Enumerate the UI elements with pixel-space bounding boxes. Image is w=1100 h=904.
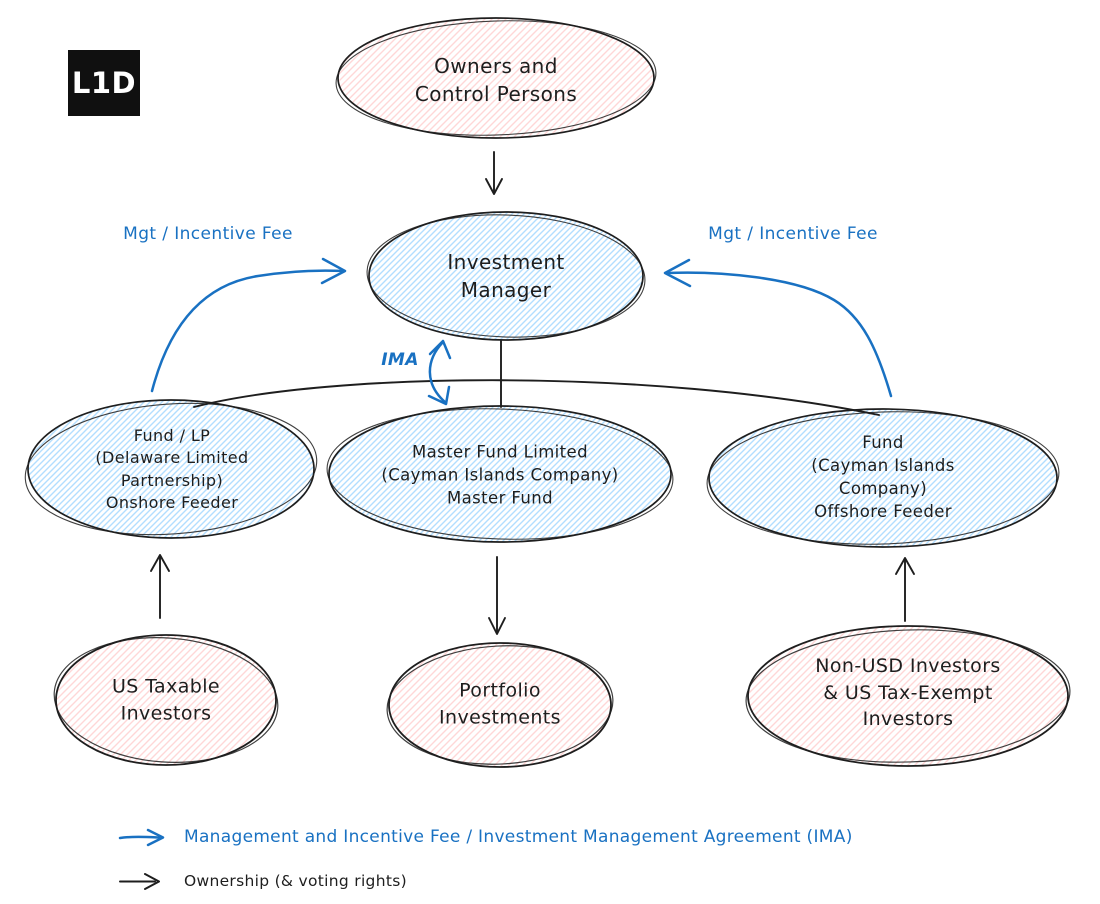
edge-feeders-arc-line bbox=[193, 379, 880, 416]
edge-label-ima: IMA bbox=[381, 350, 419, 371]
node-label-non-usd-investors: Non-USD Investors & US Tax-Exempt Invest… bbox=[815, 655, 1001, 731]
edge-fee-right-arrow bbox=[663, 258, 893, 398]
legend-fee-arrow-icon bbox=[118, 828, 165, 847]
edge-label-fee-right: Mgt / Incentive Fee bbox=[708, 224, 878, 245]
node-portfolio-investments bbox=[386, 642, 614, 768]
legend-fee-label: Management and Incentive Fee / Investmen… bbox=[184, 827, 853, 847]
edge-master-to-portfolio-arrow bbox=[488, 556, 506, 635]
legend-ownership-label: Ownership (& voting rights) bbox=[184, 872, 407, 890]
node-onshore-feeder bbox=[24, 399, 318, 539]
edge-non-usd-to-offshore-arrow bbox=[895, 557, 915, 622]
legend-ownership-arrow-icon bbox=[119, 873, 160, 890]
edge-owners-to-manager-arrow bbox=[485, 151, 503, 195]
edge-label-fee-left: Mgt / Incentive Fee bbox=[123, 224, 293, 245]
edge-fee-left-arrow bbox=[150, 257, 347, 393]
node-label-investment-manager: Investment Manager bbox=[447, 250, 565, 302]
legend-fee-row: Management and Incentive Fee / Investmen… bbox=[118, 824, 853, 850]
node-label-onshore-feeder: Fund / LP (Delaware Limited Partnership)… bbox=[95, 426, 249, 513]
legend-ownership-row: Ownership (& voting rights) bbox=[118, 868, 407, 894]
node-label-offshore-feeder: Fund (Cayman Islands Company) Offshore F… bbox=[811, 432, 955, 522]
edge-us-taxable-to-onshore-arrow bbox=[150, 554, 170, 619]
node-owners bbox=[335, 17, 657, 139]
node-label-portfolio-investments: Portfolio Investments bbox=[439, 679, 561, 728]
node-non-usd-investors bbox=[745, 625, 1071, 767]
node-label-owners: Owners and Control Persons bbox=[414, 54, 578, 106]
node-master-fund bbox=[326, 405, 674, 543]
edge-ima-double-arrow bbox=[427, 339, 452, 406]
l1d-logo: L1D bbox=[68, 50, 140, 116]
node-investment-manager bbox=[366, 211, 646, 341]
node-label-us-taxable-investors: US Taxable Investors bbox=[111, 675, 221, 724]
node-offshore-feeder bbox=[706, 408, 1060, 548]
node-us-taxable-investors bbox=[53, 634, 279, 766]
node-label-master-fund: Master Fund Limited (Cayman Islands Comp… bbox=[381, 442, 619, 508]
